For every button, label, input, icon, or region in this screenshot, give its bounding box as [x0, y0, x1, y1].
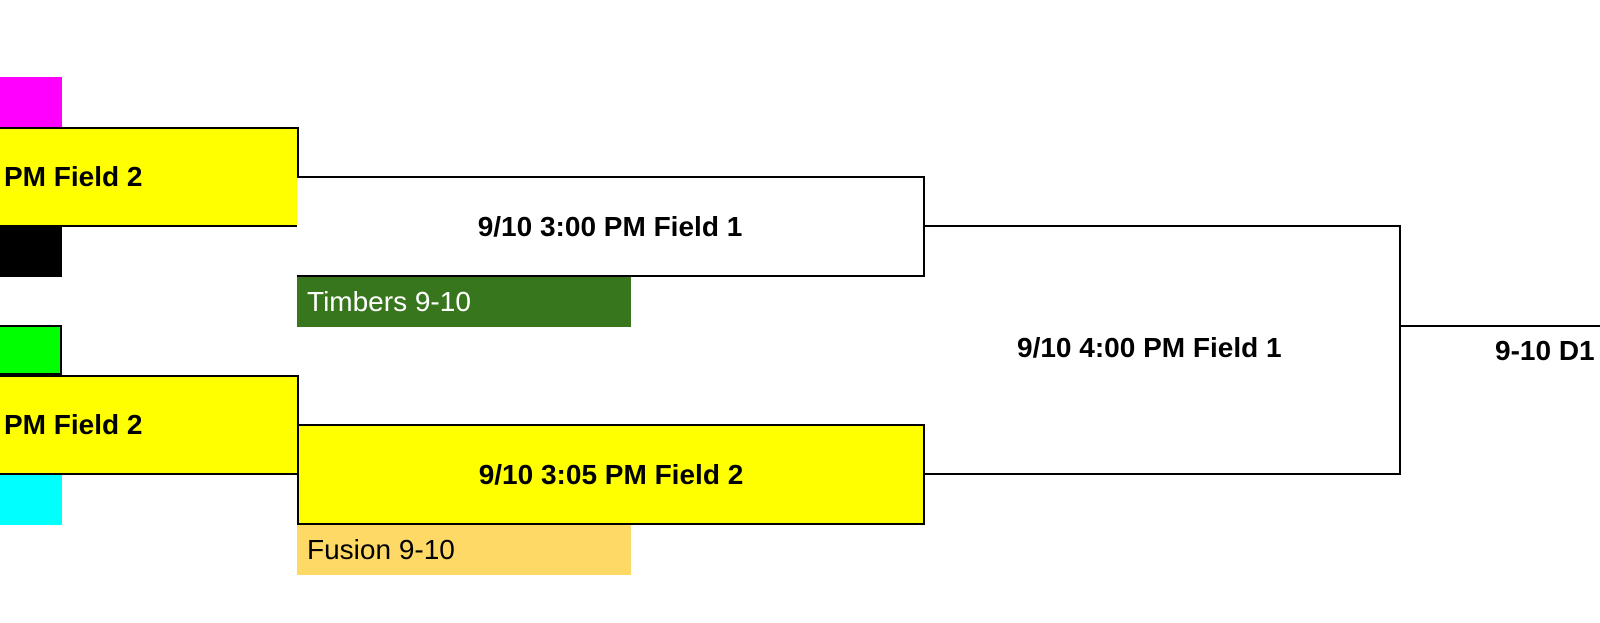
round3-connector-vertical	[1399, 225, 1401, 475]
round1-game-bottom: PM Field 2	[0, 375, 299, 475]
round3-connector-top	[923, 225, 1401, 227]
team-tag-timbers: Timbers 9-10	[297, 277, 631, 327]
round1-game-top: PM Field 2	[0, 127, 299, 227]
round2-game-bottom: 9/10 3:05 PM Field 2	[297, 424, 925, 525]
round3-game-label: 9/10 4:00 PM Field 1	[1017, 332, 1282, 363]
team-tag-fusion: Fusion 9-10	[297, 525, 631, 575]
round1-game-top-label: PM Field 2	[4, 161, 143, 192]
round1-game-bottom-label: PM Field 2	[4, 409, 143, 440]
round3-connector-bottom	[923, 473, 1401, 475]
team-tag-fusion-label: Fusion 9-10	[307, 534, 455, 565]
seed-swatch-green	[0, 325, 62, 375]
final-connector	[1399, 325, 1600, 327]
seed-swatch-cyan	[0, 473, 62, 525]
round2-game-top-label: 9/10 3:00 PM Field 1	[477, 210, 743, 242]
round2-game-bottom-label: 9/10 3:05 PM Field 2	[478, 458, 744, 490]
seed-swatch-magenta	[0, 77, 62, 127]
final-label: 9-10 D1	[1495, 335, 1595, 366]
team-tag-timbers-label: Timbers 9-10	[307, 286, 471, 317]
round2-game-top: 9/10 3:00 PM Field 1	[297, 176, 925, 277]
seed-swatch-black	[0, 225, 62, 277]
